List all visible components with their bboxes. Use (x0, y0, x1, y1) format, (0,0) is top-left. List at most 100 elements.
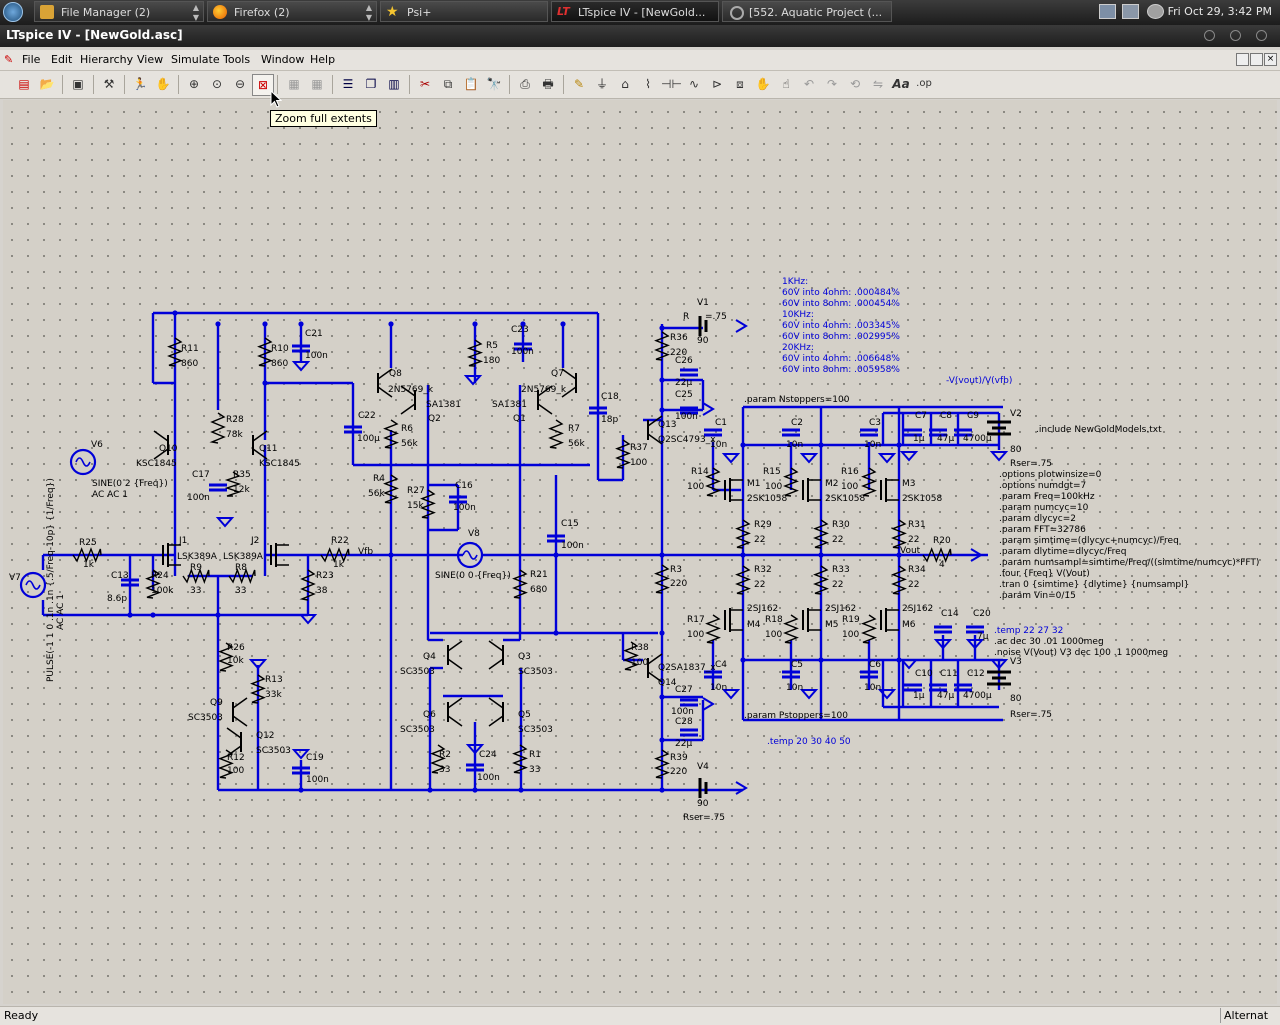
component-label: 1k (83, 560, 95, 570)
resistor-symbol (420, 489, 436, 519)
component-label: Q2SA1837_x (658, 663, 716, 673)
draw-wire-icon[interactable]: ✎ (573, 77, 585, 91)
transistor-collector (232, 697, 248, 709)
resistor-symbol (891, 565, 907, 595)
cut-icon[interactable]: ✂ (419, 77, 431, 91)
schematic-drawing: R11860R10860C21100nR2878kQ10KSC1845Q11KS… (9, 277, 1259, 823)
component-label: 100n (306, 775, 329, 785)
grid-icon[interactable]: ▦ (311, 77, 323, 91)
menu-file[interactable]: File (22, 53, 41, 66)
toolbar-separator (277, 75, 278, 94)
component-label: 220 (670, 348, 687, 358)
drag-icon[interactable]: ☝ (782, 77, 790, 91)
component-label: C3 (869, 418, 881, 428)
spice-directive-text: .param simtime=(dlycyc+numcyc)/Freq (999, 536, 1179, 546)
pan-icon[interactable]: ⊙ (211, 77, 223, 91)
component-label: 100µ (357, 434, 380, 444)
tray-network-icon[interactable] (1122, 4, 1139, 19)
print-icon[interactable]: 🖶 (542, 77, 554, 91)
menu-tools[interactable]: Tools (223, 53, 251, 66)
task-firefox[interactable]: Firefox (2) ▲▼ (207, 1, 377, 22)
window-close-button[interactable] (1256, 30, 1267, 41)
menu-hierarchy[interactable]: Hierarchy (80, 53, 134, 66)
halt-icon[interactable]: ✋ (155, 77, 171, 91)
tooltip: Zoom full extents (270, 110, 377, 127)
spice-directive-icon[interactable]: .op (916, 78, 932, 89)
open-folder-icon[interactable]: 📂 (39, 77, 55, 91)
task-aquatic-project[interactable]: [552. Aquatic Project (... (722, 1, 892, 22)
resistor-symbol (705, 467, 721, 497)
component-label: R4 (373, 474, 385, 484)
menu-simulate[interactable]: Simulate (171, 53, 220, 66)
component-label: 100 (842, 630, 859, 640)
window-minimize-button[interactable] (1204, 30, 1215, 41)
menu-view[interactable]: View (137, 53, 164, 66)
find-icon[interactable]: 🔭 (486, 77, 502, 91)
spice-directive-text: SINE(0 0 {Freq}) (435, 571, 511, 581)
zoom-in-icon[interactable]: ⊕ (188, 77, 200, 91)
menu-edit[interactable]: Edit (51, 53, 73, 66)
move-icon[interactable]: ✋ (755, 77, 771, 91)
copy-icon[interactable]: ⧉ (443, 77, 453, 91)
sine-wave-symbol (75, 457, 91, 467)
resistor-symbol (861, 467, 877, 497)
new-schematic-icon[interactable]: ▤ (18, 77, 30, 91)
zoom-out-icon[interactable]: ⊖ (234, 77, 246, 91)
spice-directive-text: .param dlytime=dlycyc/Freq (999, 547, 1126, 557)
mdi-close-button[interactable]: × (1264, 53, 1277, 66)
component-label: 2N5769_k (388, 385, 434, 395)
component-label: C21 (305, 329, 323, 339)
save-icon[interactable]: ▣ (72, 77, 84, 91)
tray-settings-icon[interactable] (1147, 4, 1164, 19)
tile-vertical-icon[interactable]: ▥ (388, 77, 400, 91)
component-label: Q10 (159, 444, 178, 454)
diode-icon[interactable]: ⊳ (711, 77, 723, 91)
resistor-symbol (167, 337, 183, 367)
rotate-icon[interactable]: ⟲ (849, 77, 861, 91)
component-label: C27 (675, 685, 693, 695)
tile-horizontal-icon[interactable]: ☰ (342, 77, 354, 91)
redo-icon[interactable]: ↷ (826, 77, 838, 91)
mdi-minimize-button[interactable] (1236, 53, 1249, 66)
component-icon[interactable]: ⧈ (736, 77, 744, 91)
label-net-icon[interactable]: ⌂ (621, 77, 629, 91)
start-menu-icon[interactable] (3, 2, 23, 22)
task-file-manager[interactable]: File Manager (2) ▲▼ (34, 1, 204, 22)
spice-directive-text: 60V into 4ohm: .003345% (782, 321, 900, 331)
autorange-icon[interactable]: ▦ (288, 77, 300, 91)
tray-window-icon[interactable] (1099, 4, 1116, 19)
undo-icon[interactable]: ↶ (803, 77, 815, 91)
inductor-icon[interactable]: ∿ (688, 77, 700, 91)
task-psi[interactable]: ★ Psi+ (380, 1, 548, 22)
text-icon[interactable]: Aa (892, 77, 910, 91)
resistor-symbol (257, 337, 273, 367)
ground-icon[interactable]: ⏚ (595, 77, 608, 91)
pulse-source-label: PULSE(-1 1 0 .1n .1n {.5/Freq-10p} {1/Fr… (46, 478, 56, 682)
component-label: 2SK1058 (747, 494, 788, 504)
component-label: 100n (511, 347, 534, 357)
menu-window[interactable]: Window (261, 53, 305, 66)
task-ltspice[interactable]: LT LTspice IV - [NewGold... (551, 1, 719, 22)
capacitor-icon[interactable]: ⊣⊢ (661, 77, 682, 91)
resistor-symbol (250, 674, 266, 704)
component-label: R22 (331, 536, 349, 546)
component-label: 100n (453, 503, 476, 513)
window-maximize-button[interactable] (1230, 30, 1241, 41)
control-panel-icon[interactable]: ⚒ (103, 77, 115, 91)
paste-icon[interactable]: 📋 (463, 77, 479, 91)
cascade-icon[interactable]: ❐ (365, 77, 377, 91)
print-setup-icon[interactable]: ⎙ (520, 77, 530, 91)
component-label: R5 (486, 341, 498, 351)
zoom-full-extents-icon[interactable]: ⊠ (252, 74, 274, 96)
mirror-icon[interactable]: ⇋ (872, 77, 884, 91)
resistor-symbol (813, 519, 829, 549)
component-label: 10n (864, 440, 881, 450)
resistor-symbol (145, 569, 161, 599)
resistor-icon[interactable]: ⌇ (645, 77, 651, 91)
run-icon[interactable]: 🏃 (132, 77, 148, 91)
mdi-restore-button[interactable] (1250, 53, 1263, 66)
wire-junction (896, 552, 902, 558)
menu-help[interactable]: Help (310, 53, 336, 66)
spice-directive-text: .param FFT=32786 (999, 525, 1086, 535)
